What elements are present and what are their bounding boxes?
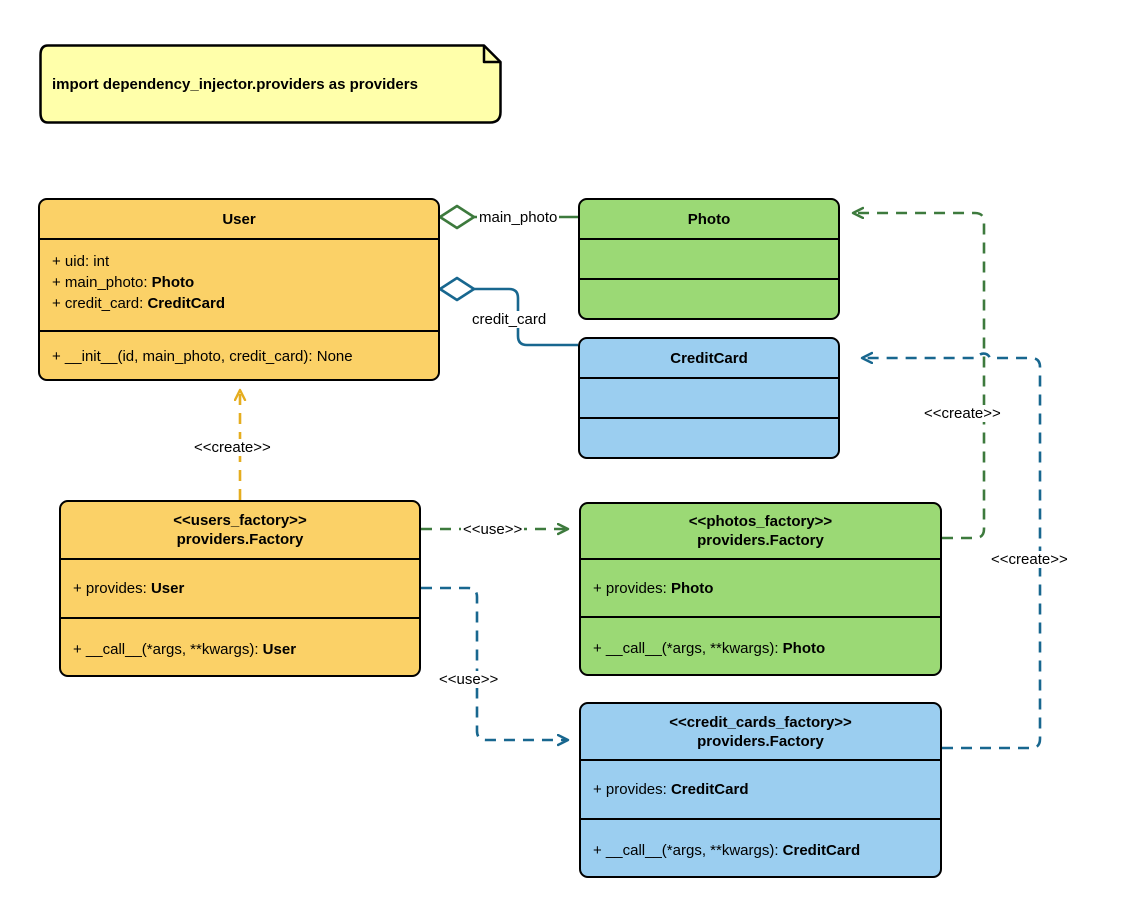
class-credit-cards-factory-name: providers.Factory (697, 732, 824, 750)
class-user-attribute-uid: + uid: int (52, 253, 110, 270)
class-photo-methods-compartment (580, 280, 838, 318)
class-user-attribute-main-photo: + main_photo: Photo (52, 274, 195, 291)
class-box-credit-card[interactable]: CreditCard (578, 337, 840, 459)
class-box-users-factory[interactable]: <<users_factory>> providers.Factory + pr… (59, 500, 421, 677)
class-user-method-init: + __init__(id, main_photo, credit_card):… (52, 347, 353, 365)
class-photos-factory-attribute-provides: + provides: Photo (593, 579, 714, 597)
edge-label-main-photo: main_photo (477, 209, 560, 226)
class-box-user[interactable]: User + uid: int + main_photo: Photo + cr… (38, 198, 440, 381)
class-users-factory-attributes-compartment: + provides: User (61, 560, 419, 619)
class-photos-factory-title-compartment: <<photos_factory>> providers.Factory (581, 504, 940, 560)
class-user-attributes-compartment: + uid: int + main_photo: Photo + credit_… (40, 240, 438, 332)
note-shape (39, 44, 502, 124)
class-users-factory-attribute-provides: + provides: User (73, 580, 185, 597)
edge-credit-cards-factory-create-credit-card[interactable] (862, 354, 1042, 750)
class-credit-card-name: CreditCard (670, 349, 748, 367)
aggregation-diamond-credit-card (438, 276, 476, 302)
class-credit-cards-factory-attributes-compartment: + provides: CreditCard (581, 761, 940, 820)
class-users-factory-method-call: + __call__(*args, **kwargs): User (73, 640, 297, 658)
class-credit-cards-factory-title-compartment: <<credit_cards_factory>> providers.Facto… (581, 704, 940, 761)
class-credit-cards-factory-stereotype: <<credit_cards_factory>> (669, 713, 852, 731)
class-credit-card-title-compartment: CreditCard (580, 339, 838, 379)
aggregation-diamond-main-photo (438, 204, 476, 230)
class-photo-title-compartment: Photo (580, 200, 838, 240)
class-photo-attributes-compartment (580, 240, 838, 280)
class-box-photo[interactable]: Photo (578, 198, 840, 320)
class-credit-card-attributes-compartment (580, 379, 838, 419)
class-photos-factory-name: providers.Factory (697, 532, 824, 549)
class-users-factory-name: providers.Factory (176, 531, 304, 548)
edge-label-create-user: <<create>> (192, 439, 273, 456)
class-photos-factory-method-call: + __call__(*args, **kwargs): Photo (593, 639, 826, 657)
class-box-credit-cards-factory[interactable]: <<credit_cards_factory>> providers.Facto… (579, 702, 942, 878)
class-users-factory-methods-compartment: + __call__(*args, **kwargs): User (61, 619, 419, 675)
class-users-factory-stereotype: <<users_factory>> (173, 512, 307, 529)
class-box-photos-factory[interactable]: <<photos_factory>> providers.Factory + p… (579, 502, 942, 676)
class-photos-factory-attributes-compartment: + provides: Photo (581, 560, 940, 618)
class-user-name: User (222, 210, 256, 228)
edge-users-factory-use-credit-cards-factory[interactable] (421, 586, 568, 740)
class-credit-card-methods-compartment (580, 419, 838, 457)
class-credit-cards-factory-method-call: + __call__(*args, **kwargs): CreditCard (593, 841, 861, 859)
class-user-attribute-credit-card: + credit_card: CreditCard (52, 295, 225, 312)
class-user-title-compartment: User (40, 200, 438, 240)
class-photos-factory-methods-compartment: + __call__(*args, **kwargs): Photo (581, 618, 940, 674)
note-text: import dependency_injector.providers as … (52, 75, 418, 93)
note-import-providers: import dependency_injector.providers as … (38, 43, 503, 125)
class-users-factory-title-compartment: <<users_factory>> providers.Factory (61, 502, 419, 560)
edge-label-use-photos-factory: <<use>> (461, 521, 525, 538)
class-user-methods-compartment: + __init__(id, main_photo, credit_card):… (40, 332, 438, 379)
class-photo-name: Photo (687, 210, 731, 228)
edge-label-credit-card: credit_card (470, 311, 549, 328)
class-credit-cards-factory-methods-compartment: + __call__(*args, **kwargs): CreditCard (581, 820, 940, 876)
edge-label-create-credit-card: <<create>> (989, 551, 1070, 568)
edge-photos-factory-create-photo[interactable] (853, 213, 986, 540)
edge-label-create-photo: <<create>> (922, 405, 1003, 422)
class-credit-cards-factory-attribute-provides: + provides: CreditCard (593, 781, 749, 798)
class-photos-factory-stereotype: <<photos_factory>> (688, 513, 833, 530)
edge-label-use-credit-cards-factory: <<use>> (437, 671, 501, 688)
